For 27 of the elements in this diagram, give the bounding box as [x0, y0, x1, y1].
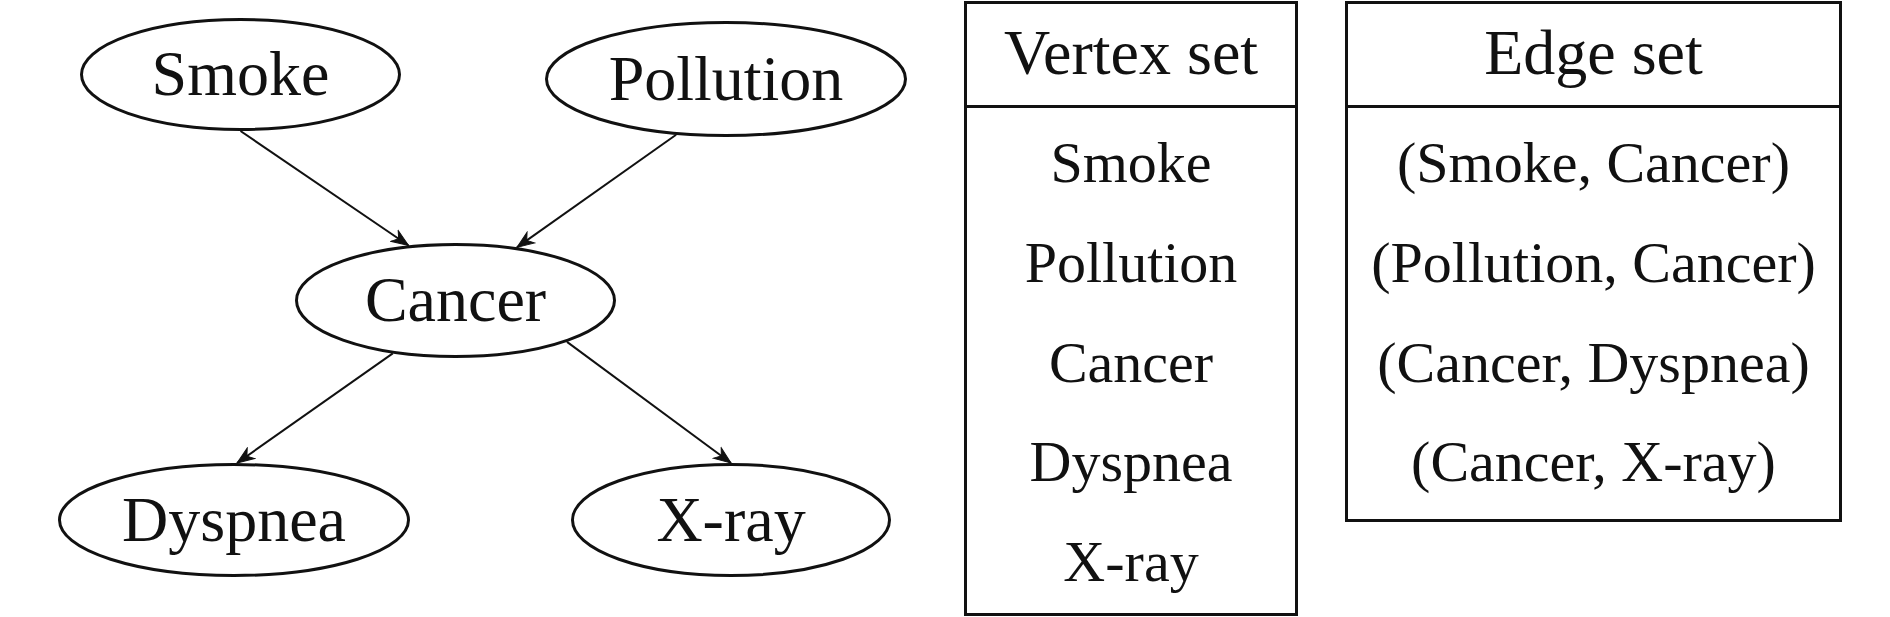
table-cell: (Cancer, X-ray) — [1411, 430, 1776, 494]
table-cell: (Cancer, Dyspnea) — [1377, 330, 1810, 395]
table-box — [1345, 1, 1842, 522]
table-cell: Dyspnea — [1029, 430, 1233, 494]
ellipse-node — [545, 21, 907, 137]
ellipse-node — [571, 463, 891, 577]
table-header: Edge set — [1484, 17, 1703, 89]
node-label: X-ray — [656, 484, 806, 556]
table-cell: Pollution — [1024, 230, 1238, 295]
ellipse-node — [80, 18, 401, 131]
arrow — [566, 340, 732, 464]
table-box — [964, 1, 1298, 616]
arrow — [236, 352, 394, 464]
node-label: Smoke — [151, 39, 330, 110]
table-header: Vertex set — [1003, 17, 1259, 89]
ellipse-node — [58, 463, 410, 577]
node-label: Cancer — [364, 265, 547, 336]
table-cell: (Pollution, Cancer) — [1371, 230, 1816, 295]
node-label: Pollution — [608, 43, 844, 115]
table-cell: Smoke — [1050, 131, 1212, 195]
arrow — [239, 130, 410, 247]
table-cell: Cancer — [1048, 330, 1214, 395]
ellipse-node — [295, 243, 616, 358]
node-label: Dyspnea — [122, 484, 346, 556]
table-cell: (Smoke, Cancer) — [1397, 131, 1790, 195]
arrow — [515, 133, 678, 249]
table-cell: X-ray — [1063, 529, 1199, 594]
